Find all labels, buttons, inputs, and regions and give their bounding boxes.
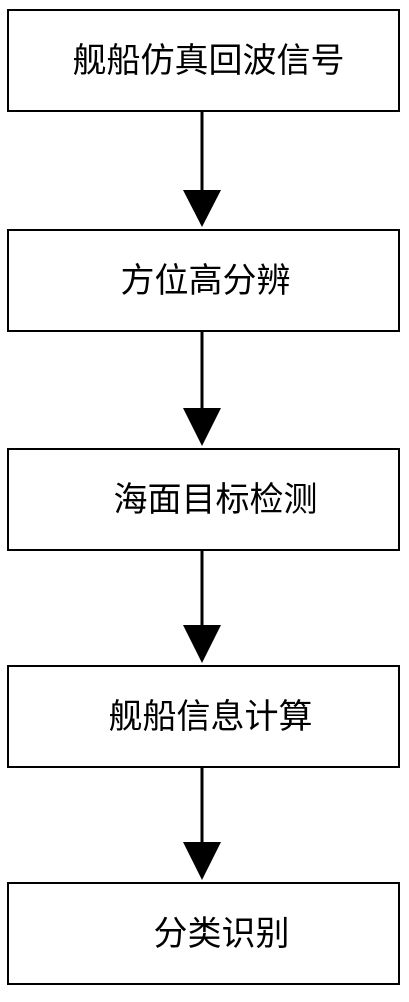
connector-arrow-1 <box>0 112 409 229</box>
flow-step-4-label: 舰船信息计算 <box>108 696 313 737</box>
flow-step-3-label: 海面目标检测 <box>113 479 318 520</box>
flow-step-3: 海面目标检测 <box>7 448 400 551</box>
flow-step-5-label: 分类识别 <box>153 913 290 954</box>
flow-step-4: 舰船信息计算 <box>7 665 400 768</box>
connector-arrow-2 <box>0 332 409 448</box>
flow-step-2-label: 方位高分辨 <box>120 260 291 301</box>
flow-step-1: 舰船仿真回波信号 <box>7 9 400 112</box>
flow-step-5: 分类识别 <box>7 882 400 985</box>
flow-step-1-label: 舰船仿真回波信号 <box>72 40 345 81</box>
connector-arrow-4 <box>0 768 409 882</box>
connector-arrow-3 <box>0 551 409 665</box>
flow-step-2: 方位高分辨 <box>7 229 400 332</box>
